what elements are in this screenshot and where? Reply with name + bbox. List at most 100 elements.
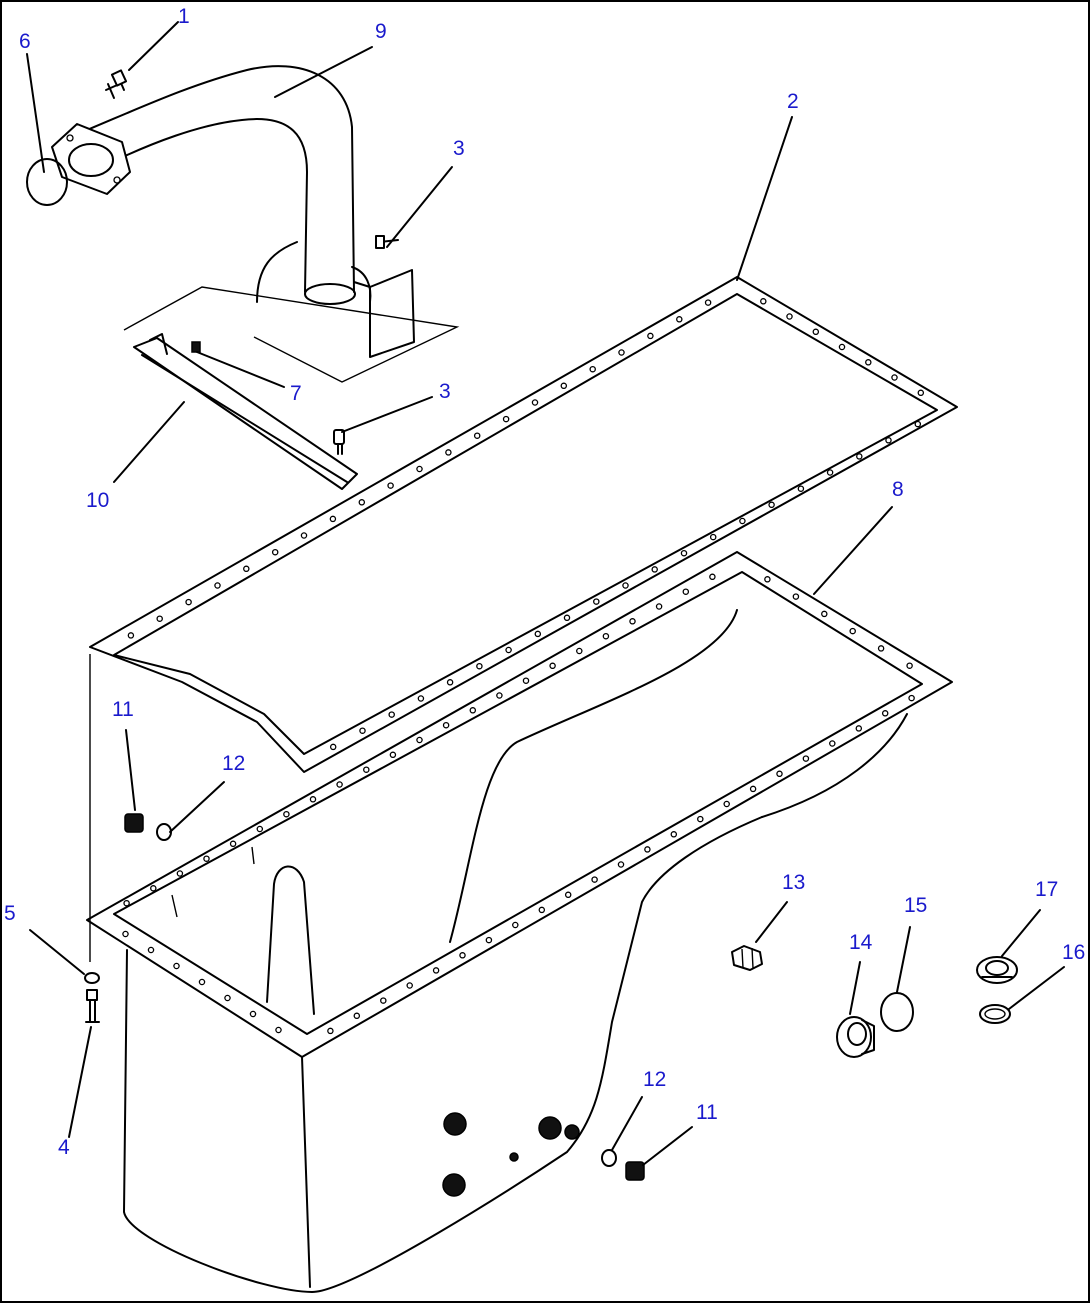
callout-15: 15 — [904, 894, 927, 917]
nut-13 — [731, 945, 763, 971]
seal-12-upper — [156, 823, 172, 841]
bolt-hole — [792, 593, 800, 600]
bolt-hole — [185, 598, 192, 606]
bolt-hole — [309, 796, 317, 803]
callout-6: 6 — [19, 30, 31, 53]
bolt-hole — [629, 618, 636, 625]
bolt-hole — [358, 499, 366, 506]
bolt-hole — [709, 533, 717, 541]
bolt-hole — [549, 662, 556, 670]
seal-12-lower — [601, 1149, 617, 1167]
o-ring-6 — [26, 158, 68, 206]
bolt-hole — [327, 1027, 334, 1035]
pipe-inlet-flange — [51, 123, 131, 195]
o-ring-15 — [880, 992, 914, 1032]
bolt-hole — [156, 615, 163, 622]
bolt-hole — [459, 952, 466, 959]
bolt-hole — [917, 389, 925, 397]
suction-pipe-9 — [86, 65, 415, 358]
callout-4: 4 — [58, 1136, 70, 1159]
bolt-hole — [505, 646, 512, 654]
bolt-hole — [271, 548, 279, 556]
bolt-hole — [329, 743, 337, 751]
plug-17 — [976, 956, 1018, 984]
bolt-hole — [760, 298, 767, 305]
bolt-hole — [127, 632, 135, 639]
bolt-hole — [224, 994, 231, 1002]
bolt-hole — [670, 831, 678, 838]
bolt-hole — [406, 982, 413, 989]
bolt-hole — [283, 810, 290, 818]
bolt-hole — [812, 328, 820, 336]
bolt-hole — [723, 800, 730, 808]
bolt-hole — [122, 930, 129, 938]
bolt-hole — [203, 855, 210, 862]
bolt-hole — [739, 517, 746, 525]
callout-3-upper: 3 — [453, 137, 465, 160]
callout-labels: 1 6 9 2 3 7 3 10 8 11 12 5 4 13 14 15 17… — [4, 5, 1085, 1159]
callout-8: 8 — [892, 478, 904, 501]
bolt-hole — [387, 482, 394, 489]
strainer-plate — [123, 286, 460, 383]
bolt-hole — [256, 825, 264, 833]
callout-2: 2 — [787, 90, 799, 113]
leader-lines — [26, 21, 1065, 1166]
bolt-hole — [531, 399, 539, 406]
bolt-hole — [363, 766, 370, 773]
bolt-hole — [914, 420, 922, 428]
bolt-hole — [881, 710, 889, 717]
bolt-3-lower — [333, 429, 345, 455]
bolt-hole — [709, 573, 716, 581]
callout-9: 9 — [375, 20, 387, 43]
bolt-hole — [469, 707, 477, 714]
bolt-hole — [150, 885, 157, 892]
bolt-hole — [821, 610, 828, 618]
bolt-hole — [496, 692, 503, 699]
bolt-hole — [388, 711, 395, 718]
callout-12-upper: 12 — [222, 752, 245, 775]
bolt-hole — [651, 566, 658, 573]
bolt-hole — [534, 630, 542, 638]
bolt-hole — [749, 785, 757, 793]
bolt-hole — [229, 840, 237, 848]
ring-16 — [979, 1004, 1011, 1024]
bolt-hole — [564, 891, 572, 899]
bolt-hole — [802, 755, 810, 762]
callout-1: 1 — [178, 5, 190, 28]
bolt-hole — [655, 603, 663, 610]
bolt-hole — [906, 662, 913, 669]
bolt-hole — [485, 936, 493, 944]
bolt-hole — [618, 349, 625, 356]
oil-pan-8 — [86, 551, 953, 1293]
bolt-hole — [560, 382, 568, 390]
bolt-4 — [85, 989, 100, 1023]
plug-11-upper — [124, 813, 144, 833]
bolt-hole — [522, 677, 530, 684]
callout-5: 5 — [4, 902, 16, 925]
bolt-hole — [416, 465, 423, 473]
bolt-hole — [380, 997, 387, 1004]
bolt-hole — [704, 299, 712, 306]
bolt-hole — [512, 921, 519, 929]
bolt-hole — [147, 946, 155, 954]
bolt-hole — [123, 899, 130, 907]
plug-11-lower — [625, 1161, 645, 1181]
bolt-hole — [329, 515, 337, 523]
callout-13: 13 — [782, 871, 805, 894]
bolt-hole — [856, 453, 863, 460]
bolt-hole — [617, 861, 625, 868]
bolt-hole — [776, 770, 783, 778]
bolt-hole — [697, 815, 704, 823]
bolt-hole — [249, 1010, 257, 1018]
bolt-hole — [473, 432, 481, 439]
bolt-hole — [908, 694, 915, 702]
bolt-hole — [602, 632, 610, 640]
callout-7: 7 — [290, 382, 302, 405]
bolt-1 — [105, 69, 128, 99]
bolt-hole — [680, 549, 688, 557]
bolt-hole — [891, 374, 898, 381]
bolt-hole — [826, 469, 834, 476]
bolt-3-upper — [375, 235, 399, 249]
callout-11-upper: 11 — [112, 698, 134, 721]
